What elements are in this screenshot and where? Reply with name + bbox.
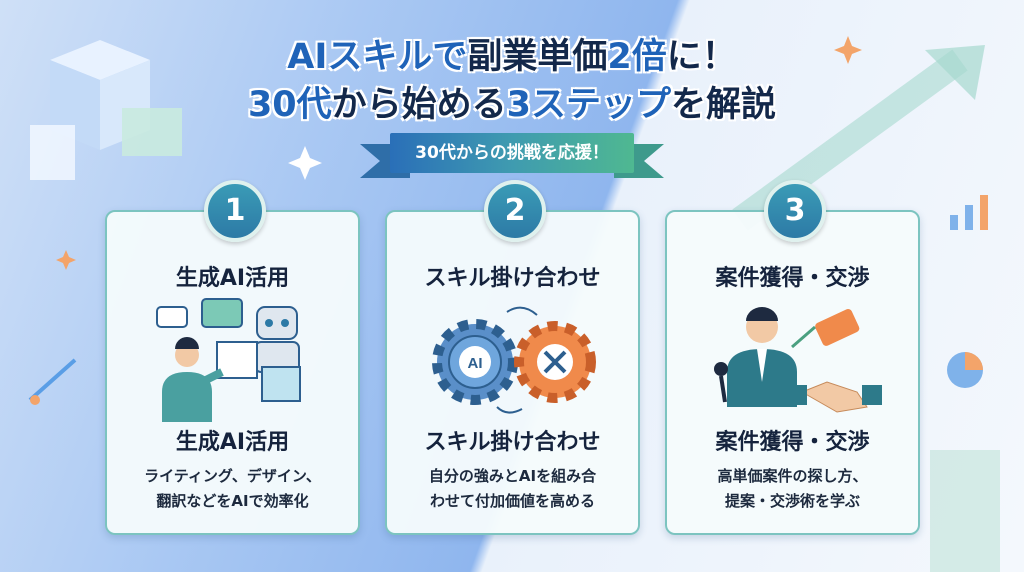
- robot-icon: [254, 306, 300, 373]
- chat-bubble-icon: [156, 306, 188, 328]
- negotiation-illustration: [714, 307, 882, 413]
- main-title-line-1: AIスキルで副業単価2倍に！: [287, 37, 737, 77]
- ribbon-banner: 30代からの挑戦を応援！: [390, 133, 634, 173]
- step-card-3: 3 案件獲得・交渉 案件獲得・交渉 高単価案件の探し方、提案・交渉術を学ぶ: [665, 180, 920, 535]
- bar-chart-icon: [950, 195, 988, 230]
- image-icon: [261, 366, 301, 402]
- cycle-arrow-icon: [496, 406, 523, 414]
- microphone-icon: [714, 362, 728, 403]
- step-number-badge: 2: [484, 180, 546, 242]
- gears-illustration: AI: [432, 306, 596, 414]
- cube-icon: [50, 40, 150, 150]
- up-arrow-icon: [791, 325, 816, 349]
- cycle-arrow-icon: [506, 306, 538, 316]
- businessman-icon: [727, 307, 797, 407]
- step-subtitle: 生成AI活用: [175, 430, 290, 455]
- main-title-line-2: 30代から始める3ステップを解説: [247, 85, 777, 125]
- arrow-icon: [28, 358, 77, 402]
- step-title: 生成AI活用: [175, 266, 290, 291]
- step-card-1: 1 生成AI活用 生成AI活用 ライティング、デザイン、翻訳などをAIで効率化: [105, 180, 360, 535]
- ai-gear-icon: AI: [432, 319, 518, 405]
- step-description: ライティング、デザイン、翻訳などをAIで効率化: [144, 467, 321, 510]
- price-tag-icon: [815, 308, 860, 346]
- ai-chat-illustration: [156, 298, 301, 422]
- handshake-icon: [787, 381, 882, 413]
- person-icon: [162, 337, 224, 422]
- step-description: 自分の強みとAIを組み合わせて付加価値を高める: [428, 467, 597, 510]
- step-title: スキル掛け合わせ: [424, 266, 601, 291]
- step-card-2: 2 スキル掛け合わせ AI スキル掛け合わせ 自分の強みとAIを組み合わせて付加…: [385, 180, 640, 535]
- svg-text:AI: AI: [468, 355, 483, 372]
- step-title: 案件獲得・交渉: [715, 266, 870, 291]
- document-icon: [30, 125, 75, 180]
- sparkle-icon: [288, 146, 322, 180]
- step-subtitle: スキル掛け合わせ: [424, 430, 601, 455]
- image-card-icon: [122, 108, 182, 156]
- sparkle-icon: [834, 36, 862, 64]
- sparkle-icon: [56, 250, 76, 270]
- step-number-badge: 1: [204, 180, 266, 242]
- step-subtitle: 案件獲得・交渉: [715, 430, 870, 455]
- document-icon: [216, 341, 258, 379]
- tools-gear-icon: [514, 321, 596, 403]
- step-number-badge: 3: [764, 180, 826, 242]
- chat-bubble-icon: [201, 298, 243, 328]
- step-description: 高単価案件の探し方、提案・交渉術を学ぶ: [717, 467, 868, 510]
